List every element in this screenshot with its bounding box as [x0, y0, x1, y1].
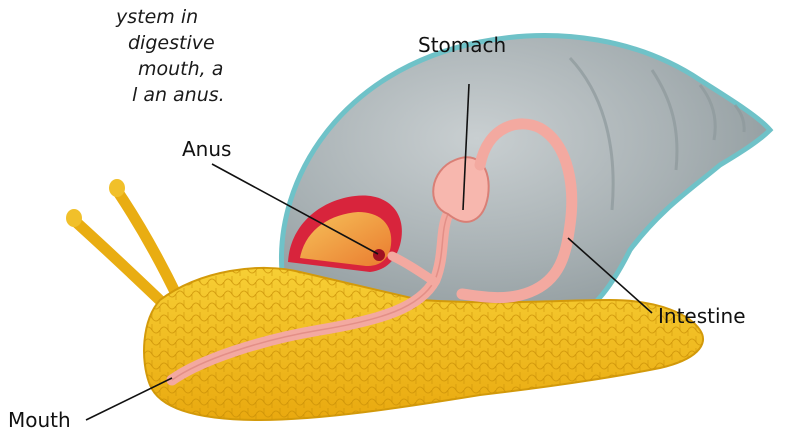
stomach-label: Stomach [418, 33, 506, 57]
anus-label: Anus [182, 137, 231, 161]
anus-opening [373, 249, 385, 261]
mouth-label: Mouth [8, 408, 71, 432]
intestine-label: Intestine [658, 304, 746, 328]
tentacles [66, 179, 178, 310]
